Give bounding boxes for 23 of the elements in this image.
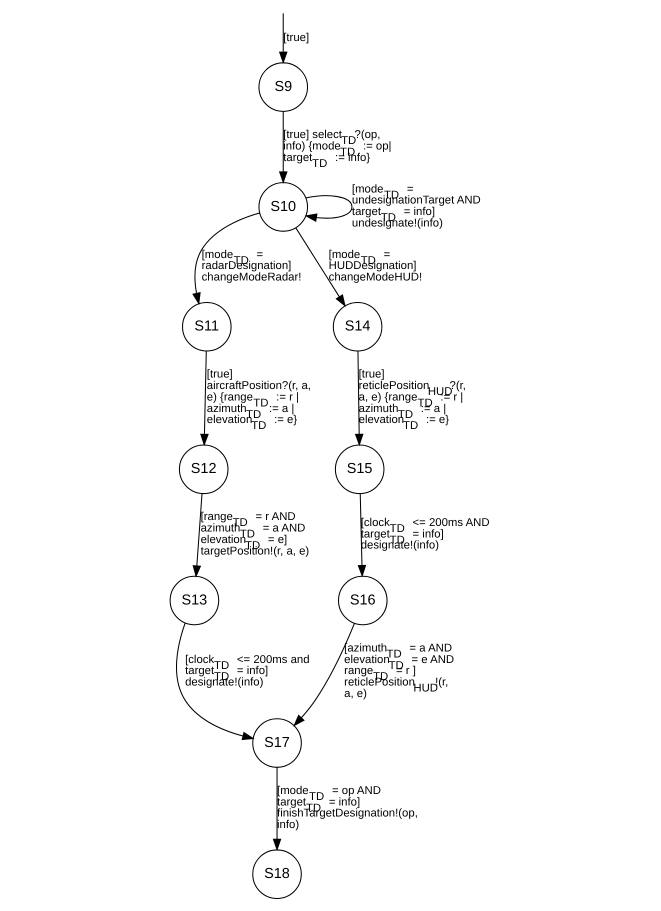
arrow — [272, 767, 282, 852]
arrow — [358, 494, 366, 578]
arrow — [192, 494, 203, 578]
arrow — [278, 111, 288, 184]
node-circle: S14 — [332, 302, 382, 352]
node-circle: S9 — [258, 62, 308, 112]
arrow — [192, 212, 260, 305]
node-circle: S12 — [178, 444, 228, 494]
node-circle: S10 — [258, 182, 308, 232]
node-circle: S16 — [338, 576, 388, 626]
edge-label: [true] — [283, 32, 310, 44]
arrow — [304, 195, 352, 222]
arrow — [293, 623, 355, 727]
arrow — [295, 228, 346, 307]
arrow — [200, 351, 209, 446]
node-circle: S17 — [252, 718, 302, 768]
node-circle: S13 — [170, 576, 220, 626]
node-circle: S18 — [252, 849, 302, 900]
arrow — [278, 13, 288, 64]
arrow — [176, 622, 255, 740]
node-circle: S15 — [334, 444, 384, 494]
arrow — [354, 351, 364, 446]
node-circle: S11 — [182, 302, 232, 352]
